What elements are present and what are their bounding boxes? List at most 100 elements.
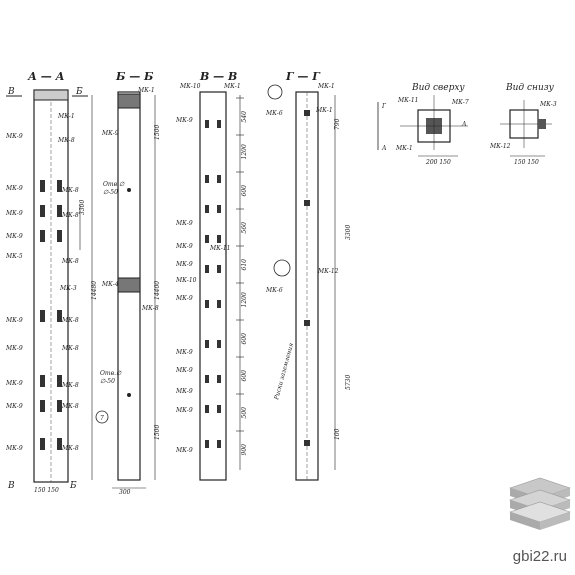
section-a-title: А — А: [27, 70, 65, 83]
sec-v-label-top-2: МК-1: [223, 83, 241, 90]
section-b-title: Б — Б: [115, 70, 154, 83]
sec-b-bottom-dims: 300: [119, 489, 131, 496]
sec-b-hole-2: Отв.∅: [100, 370, 122, 377]
sec-v-label-9: МК-9: [175, 388, 193, 395]
sec-g-dim-1: 790: [334, 118, 341, 130]
bottom-view: Вид снизу МК-3 МК-12 150 150: [489, 83, 557, 166]
sec-a-label-1: МК-9: [5, 133, 23, 140]
section-a-right-mark: Б: [75, 87, 83, 97]
top-view-arrow-g: Г: [381, 103, 387, 110]
sec-a-label-20: МК-8: [61, 445, 79, 452]
sec-a-label-19: МК-9: [5, 445, 23, 452]
section-g-title: Г — Г: [285, 70, 321, 83]
sec-v-label-top-1: МК-10: [179, 83, 201, 90]
dim-value: 600: [241, 185, 248, 197]
sec-v-label-1: МК-9: [175, 117, 193, 124]
top-view-title: Вид сверху: [411, 83, 465, 93]
sec-b-dim-top: 1500: [154, 125, 161, 140]
sec-b-hole-1: Отв.∅: [103, 181, 125, 188]
dim-value: 540: [241, 111, 248, 123]
sec-v-label-2: МК-9: [175, 220, 193, 227]
column-body-v: [199, 91, 227, 481]
sec-a-label-12: МК-8: [61, 317, 79, 324]
sec-b-dim-bottom: 1500: [154, 425, 161, 440]
sec-b-hole-2b: ∅-50: [100, 378, 115, 385]
sec-g-label-2: МК-1: [315, 107, 333, 114]
watermark-text: gbi22.ru: [512, 548, 567, 565]
sec-g-label-4: МК-12: [317, 268, 339, 275]
sec-b-label-top: МК-1: [137, 87, 155, 94]
sec-v-dim-chain: 540 1200 600 560 610 1200 600 600 500 900: [236, 97, 248, 456]
sec-a-bottom-dims: 150 150: [34, 487, 59, 494]
sec-v-label-3: МК-9: [175, 243, 193, 250]
sec-a-label-3: МК-9: [5, 185, 23, 192]
top-view-label-2: МК-7: [451, 99, 469, 106]
top-view-dims: 200 150: [425, 159, 451, 166]
dim-value: 900: [241, 444, 248, 456]
sec-a-label-9: МК-8: [61, 258, 79, 265]
sec-v-label-11: МК-9: [175, 447, 193, 454]
dim-value: 500: [241, 407, 248, 419]
sec-g-dim-2: 100: [334, 428, 341, 440]
sec-a-label-7: МК-9: [5, 233, 23, 240]
top-view-label-1: МК-11: [397, 97, 418, 104]
sec-a-bottom-left: В: [7, 481, 15, 491]
sec-b-note-circle: 7: [100, 415, 104, 422]
sec-a-dim-total: 14480: [91, 281, 98, 300]
sec-g-label-top: МК-1: [317, 83, 335, 90]
sec-a-label-10: МК-3: [59, 285, 77, 292]
section-v-v: В — В МК-10 МК-1 МК-9 МК-9 МК-9 МК-9 МК-…: [175, 70, 248, 481]
section-b-b: Б — Б МК-1 МК-9 Отв.∅ ∅-50 МК-4 МК-8 Отв…: [95, 70, 161, 496]
sec-b-hole-1b: ∅-50: [103, 189, 118, 196]
dim-value: 600: [241, 370, 248, 382]
sec-v-label-6: МК-9: [175, 295, 193, 302]
sec-a-label-top: МК-1: [57, 113, 75, 120]
section-a-left-mark: В: [7, 87, 15, 97]
dim-value: 610: [241, 259, 248, 271]
sec-a-label-15: МК-9: [5, 380, 23, 387]
sec-v-label-10: МК-9: [175, 407, 193, 414]
sec-v-label-4: МК-9: [175, 261, 193, 268]
bottom-view-title: Вид снизу: [505, 83, 555, 93]
sec-a-label-6: МК-8: [61, 212, 79, 219]
dim-value: 1200: [241, 144, 248, 159]
sec-a-label-18: МК-8: [61, 403, 79, 410]
sec-v-label-12: МК-11: [209, 245, 230, 252]
sec-g-dim-upper: 3300: [345, 225, 352, 240]
section-v-title: В — В: [199, 70, 237, 83]
sec-b-label-2: МК-4: [101, 281, 119, 288]
sec-a-label-11: МК-9: [5, 317, 23, 324]
sec-g-dim-lower: 5730: [345, 375, 352, 390]
sec-g-grounding: Риски заземления: [273, 342, 295, 401]
sec-a-label-5: МК-9: [5, 210, 23, 217]
sec-a-label-13: МК-9: [5, 345, 23, 352]
sec-a-label-17: МК-9: [5, 403, 23, 410]
bottom-view-label-1: МК-3: [539, 101, 557, 108]
sec-a-label-2: МК-8: [57, 137, 75, 144]
section-g-g: Г — Г МК-1 МК-6 МК-1 МК-6 МК-12 Риски за…: [265, 70, 352, 481]
sec-a-label-4: МК-8: [61, 187, 79, 194]
top-view-label-3: МК-1: [395, 145, 413, 152]
sec-v-label-7: МК-9: [175, 349, 193, 356]
top-view-arrow-a2: А: [461, 121, 467, 128]
sec-b-label-3: МК-8: [141, 305, 159, 312]
sec-g-label-1: МК-6: [265, 110, 283, 117]
sec-a-bottom-right: Б: [69, 481, 77, 491]
dim-value: 560: [241, 222, 248, 234]
bottom-view-dims: 150 150: [514, 159, 539, 166]
top-view: Вид сверху Г А МК-11 МК-7 МК-1 А 200 150: [377, 83, 469, 166]
section-a-a: А — А В Б МК-9 МК-8 МК-9 МК-8 МК-9 МК-8 …: [5, 70, 98, 494]
top-view-arrow-a: А: [381, 145, 387, 152]
dim-value: 600: [241, 333, 248, 345]
sec-v-label-8: МК-9: [175, 367, 193, 374]
sec-a-dim-upper: 3300: [79, 200, 86, 215]
sec-g-label-3: МК-6: [265, 287, 283, 294]
dim-value: 1200: [241, 292, 248, 307]
sec-v-label-5: МК-10: [175, 277, 197, 284]
sec-b-dim-total: 14400: [154, 281, 161, 300]
sec-a-label-14: МК-8: [61, 345, 79, 352]
watermark-logo-icon: [509, 477, 571, 530]
sec-a-label-16: МК-8: [61, 382, 79, 389]
bottom-view-label-2: МК-12: [489, 143, 511, 150]
